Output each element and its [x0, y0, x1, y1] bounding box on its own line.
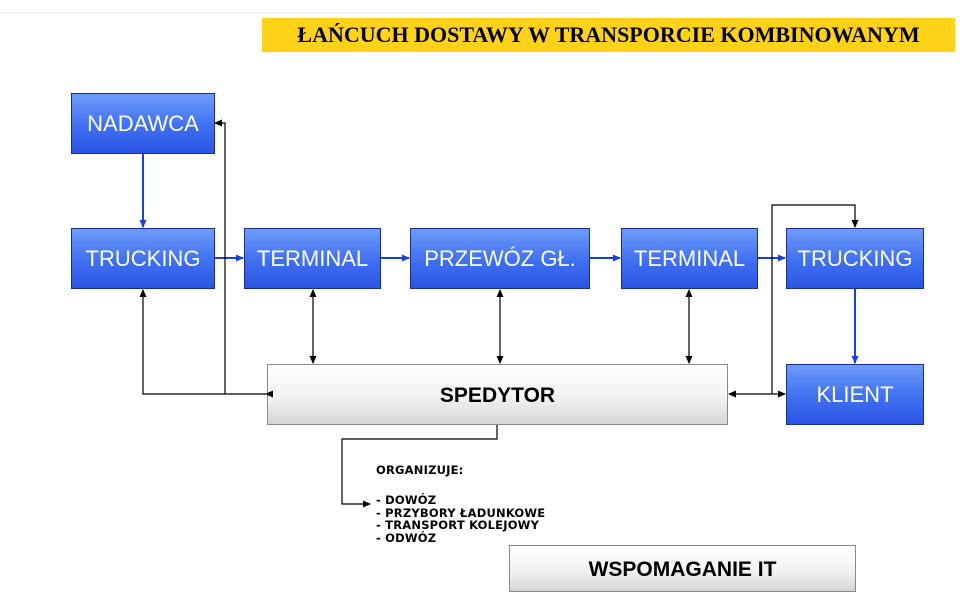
- organizuje-item-przybory: - PRZYBORY ŁADUNKOWE: [376, 505, 546, 520]
- organizuje-list: - DOWÓZ - PRZYBORY ŁADUNKOWE - TRANSPORT…: [376, 494, 545, 544]
- wspomaganie-it-box: WSPOMAGANIE IT: [509, 545, 856, 592]
- trucking-left-box: TRUCKING: [71, 228, 215, 289]
- klient-box: KLIENT: [786, 364, 924, 425]
- diagram-title: ŁAŃCUCH DOSTAWY W TRANSPORCIE KOMBINOWAN…: [262, 18, 955, 52]
- connector-spedytor-organizuje: [341, 425, 498, 508]
- terminal-left-box: TERMINAL: [244, 228, 381, 289]
- blue-flow-arrows: [139, 154, 859, 364]
- black-info-arrows: [139, 119, 859, 508]
- connector-spedytor-trucking-left: [139, 289, 273, 398]
- organizuje-heading: ORGANIZUJE:: [376, 463, 464, 477]
- connector-to-trucking-right: [771, 204, 859, 394]
- nadawca-box: NADAWCA: [71, 93, 215, 154]
- organizuje-item-transport: - TRANSPORT KOLEJOWY: [376, 518, 540, 532]
- terminal-right-box: TERMINAL: [621, 228, 758, 289]
- trucking-right-box: TRUCKING: [786, 228, 924, 289]
- top-divider: [0, 12, 600, 14]
- spedytor-box: SPEDYTOR: [267, 364, 728, 425]
- przewoz-box: PRZEWÓZ GŁ.: [410, 228, 590, 289]
- organizuje-item-dowoz: - DOWÓZ: [376, 493, 437, 507]
- organizuje-item-odwoz: - ODWÓZ: [376, 530, 437, 545]
